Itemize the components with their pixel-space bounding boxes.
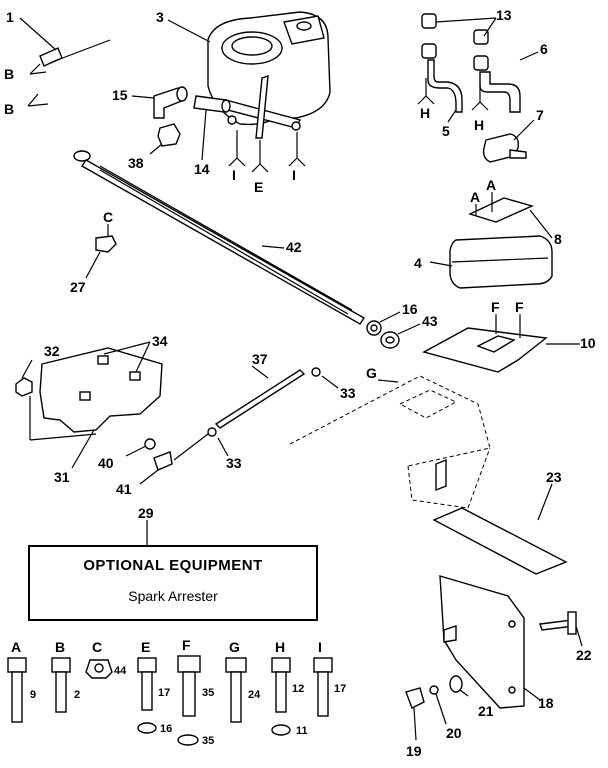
bolt-a (7, 657, 27, 723)
hw-part-24: 24 (248, 689, 261, 701)
optional-equipment-title: OPTIONAL EQUIPMENT (83, 557, 263, 574)
hw-part-12: 12 (292, 683, 304, 695)
callout-37: 37 (252, 351, 268, 367)
letter-b-1: B (4, 66, 14, 82)
callout-16-a: 16 (402, 301, 418, 317)
hw-letter-b: B (55, 639, 65, 655)
hw-part-35: 35 (202, 687, 214, 699)
chassis-outline (289, 375, 491, 509)
muffler-part-4 (449, 235, 553, 289)
callout-27: 27 (70, 279, 86, 295)
callout-19: 19 (406, 743, 422, 759)
callout-29: 29 (138, 505, 154, 521)
hw-part-9: 9 (30, 689, 36, 701)
bracket-part-27 (95, 235, 117, 253)
bolt-part-22 (539, 611, 577, 635)
bracket-part-23 (432, 507, 568, 575)
callout-40: 40 (98, 455, 114, 471)
callout-33-a: 33 (340, 385, 356, 401)
bolt-e (137, 657, 157, 734)
callout-22: 22 (576, 647, 592, 663)
hw-part-44: 44 (114, 665, 127, 677)
callout-34: 34 (152, 333, 168, 349)
hw-part-17-b: 17 (334, 683, 346, 695)
bolt-b (51, 657, 71, 713)
callout-18: 18 (538, 695, 554, 711)
bracket-part-8 (468, 197, 535, 223)
hw-letter-h: H (275, 639, 285, 655)
callout-15: 15 (112, 87, 128, 103)
letter-a-2: A (486, 177, 496, 193)
bolt-h (271, 657, 291, 736)
bolt-i (313, 657, 333, 717)
dipstick-part-42 (73, 150, 365, 325)
hw-letter-e: E (141, 639, 150, 655)
letter-i-2: I (292, 167, 296, 183)
hw-letter-f: F (182, 637, 191, 653)
callout-43: 43 (422, 313, 438, 329)
callout-5: 5 (442, 123, 450, 139)
callout-1: 1 (6, 9, 14, 25)
callout-13: 13 (496, 7, 512, 23)
callout-23: 23 (546, 469, 562, 485)
callout-3: 3 (156, 9, 164, 25)
fuel-line-part-37 (214, 369, 306, 429)
letter-c: C (103, 209, 113, 225)
letter-h-2: H (474, 117, 484, 133)
letter-i-1: I (232, 167, 236, 183)
callout-4: 4 (414, 255, 422, 271)
bracket-part-1 (19, 17, 111, 107)
callout-38: 38 (128, 155, 144, 171)
callout-8: 8 (554, 231, 562, 247)
callout-21: 21 (478, 703, 494, 719)
optional-equipment-box: OPTIONAL EQUIPMENT Spark Arrester (28, 545, 318, 621)
nut-c (85, 659, 113, 679)
spark-arrester-label: Spark Arrester (128, 588, 218, 604)
hw-letter-i: I (318, 639, 322, 655)
hw-part-17-a: 17 (158, 687, 170, 699)
hw-letter-c: C (92, 639, 102, 655)
callout-10: 10 (580, 335, 596, 351)
nut-part-16 (366, 320, 382, 336)
washer-part-21 (449, 675, 463, 693)
callout-20: 20 (446, 725, 462, 741)
hw-letter-a: A (11, 639, 21, 655)
letter-h-1: H (420, 105, 430, 121)
letter-f-2: F (515, 299, 524, 315)
shield-part-10 (422, 327, 548, 373)
bolt-f (177, 655, 201, 746)
hose-part-6 (473, 29, 521, 113)
callout-42: 42 (286, 239, 302, 255)
letter-f-1: F (491, 299, 500, 315)
callout-14: 14 (194, 161, 210, 177)
arrester-part-19 (405, 687, 425, 709)
hw-part-2: 2 (74, 689, 80, 701)
nut-part-38 (157, 123, 181, 147)
callout-6: 6 (540, 41, 548, 57)
callout-32: 32 (44, 343, 60, 359)
hw-washer-16: 16 (160, 723, 172, 735)
letter-b-2: B (4, 101, 14, 117)
tank-part-31 (39, 347, 163, 433)
letter-g-chassis: G (366, 365, 377, 381)
elbow-part-15 (153, 86, 188, 119)
clip-part-7 (482, 133, 527, 163)
callout-41: 41 (116, 481, 132, 497)
callout-31: 31 (54, 469, 70, 485)
hw-washer-35: 35 (202, 735, 214, 747)
nut-part-43 (380, 331, 400, 349)
hose-part-5 (421, 13, 463, 113)
hw-washer-11: 11 (296, 725, 308, 737)
washer-part-20 (429, 685, 439, 695)
bolt-g (225, 657, 247, 723)
pipe-part-14 (193, 95, 231, 113)
letter-e: E (254, 179, 263, 195)
hw-letter-g: G (229, 639, 240, 655)
letter-a-1: A (470, 189, 480, 205)
engine-part-3 (207, 11, 331, 139)
callout-7: 7 (536, 107, 544, 123)
callout-33-b: 33 (226, 455, 242, 471)
plate-part-18 (439, 575, 525, 709)
